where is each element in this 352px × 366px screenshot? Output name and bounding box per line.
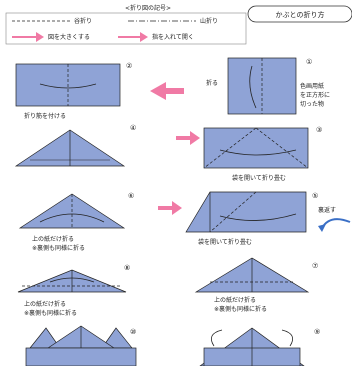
title-tab <box>247 5 352 23</box>
step-8-number: ⑧ <box>124 264 130 272</box>
step-8-caption-2: ※裏側も同様に折る <box>24 309 77 317</box>
valley-fold-label: 谷折り <box>74 17 92 25</box>
step-9-fold-arrow-left-icon <box>210 329 223 347</box>
title-tab-text: かぶとの折り方 <box>276 10 325 19</box>
step-1-note-2: を正方形に <box>300 91 330 99</box>
step-6-fold-arrow-icon <box>39 213 105 223</box>
step-1-note-1: 色画用紙 <box>300 82 324 90</box>
step-5-insert-arrow-icon <box>158 201 182 215</box>
step-2-fold-arrow-icon <box>39 83 97 89</box>
step-7: ⑦ 上の紙だけ折る ※裏側も同様に折る <box>194 257 318 313</box>
step-5-note: 裏返す <box>318 206 336 214</box>
step-6-caption-2: ※裏側も同様に折る <box>32 244 85 252</box>
step-1-number: ① <box>306 58 312 66</box>
step-6-caption-1: 上の紙だけ折る <box>32 235 74 243</box>
step-6-number: ⑥ <box>128 192 134 200</box>
step-2-caption: 折り筋を付ける <box>24 112 66 120</box>
flip-arrow-icon <box>321 218 351 229</box>
legend: <折り図の記号> 谷折り 山折り 図を大きくする 指を入れて開く かぶとの折り方 <box>5 4 352 45</box>
step-10-number: ⑩ <box>130 328 136 336</box>
step-1: ① 折る 色画用紙 を正方形に 切った物 <box>206 57 330 115</box>
step-5: ⑤ 袋を開いて折り畳む 裏返す <box>158 191 351 246</box>
step-3-number: ③ <box>316 126 322 134</box>
step-5-fold-arrow-icon <box>219 213 297 221</box>
step-1-note-3: 切った物 <box>300 100 324 108</box>
enlarge-label: 図を大きくする <box>48 33 90 41</box>
step-3-paper <box>203 127 309 169</box>
step-8-caption-1: 上の紙だけ折る <box>24 300 66 308</box>
step-1-fold-arrow-icon <box>249 65 257 109</box>
step-8-fold-arrow-icon <box>49 277 95 283</box>
step-6: ⑥ 上の紙だけ折る ※裏側も同様に折る <box>18 192 134 252</box>
step-7-caption-1: 上の紙だけ折る <box>214 296 256 304</box>
legend-frame <box>5 12 247 45</box>
insert-open-label: 指を入れて開く <box>152 33 194 41</box>
step-5-caption: 袋を開いて折り畳む <box>198 238 252 246</box>
step-5-number: ⑤ <box>312 192 318 200</box>
step-3: ③ 袋を開いて折り畳む <box>176 126 322 182</box>
insert-arrow-icon <box>118 32 148 42</box>
legend-heading: <折り図の記号> <box>125 4 171 12</box>
arrow-step1-to-step2-icon <box>150 82 184 100</box>
step-10-band <box>25 347 137 366</box>
step-10: ⑩ <box>25 325 137 366</box>
step-7-caption-2: ※裏側も同様に折る <box>214 305 267 313</box>
step-3-fold-line-left <box>203 127 257 169</box>
flip-arrow-head-icon <box>318 224 326 232</box>
step-3-fold-arrow-icon <box>219 149 297 156</box>
step-3-caption: 袋を開いて折り畳む <box>232 174 286 182</box>
step-7-number: ⑦ <box>312 262 318 270</box>
step-2-number: ② <box>126 62 132 70</box>
step-2: ② 折り筋を付ける <box>15 62 132 120</box>
step-9-number: ⑨ <box>314 328 320 336</box>
enlarge-arrow-icon <box>12 32 44 42</box>
step-1-caption: 折る <box>206 79 218 87</box>
mountain-fold-label: 山折り <box>200 17 218 25</box>
step-5-paper <box>185 191 307 233</box>
step-3-fold-line-right <box>255 127 309 169</box>
step-5-fold-line <box>209 191 257 233</box>
step-4: ④ <box>14 124 136 167</box>
step-3-insert-arrow-icon <box>176 131 200 145</box>
step-9: ⑨ <box>199 327 320 366</box>
step-4-number: ④ <box>130 124 136 132</box>
step-9-fold-arrow-right-icon <box>281 329 294 347</box>
step-8: ⑧ 上の紙だけ折る ※裏側も同様に折る <box>17 264 130 317</box>
